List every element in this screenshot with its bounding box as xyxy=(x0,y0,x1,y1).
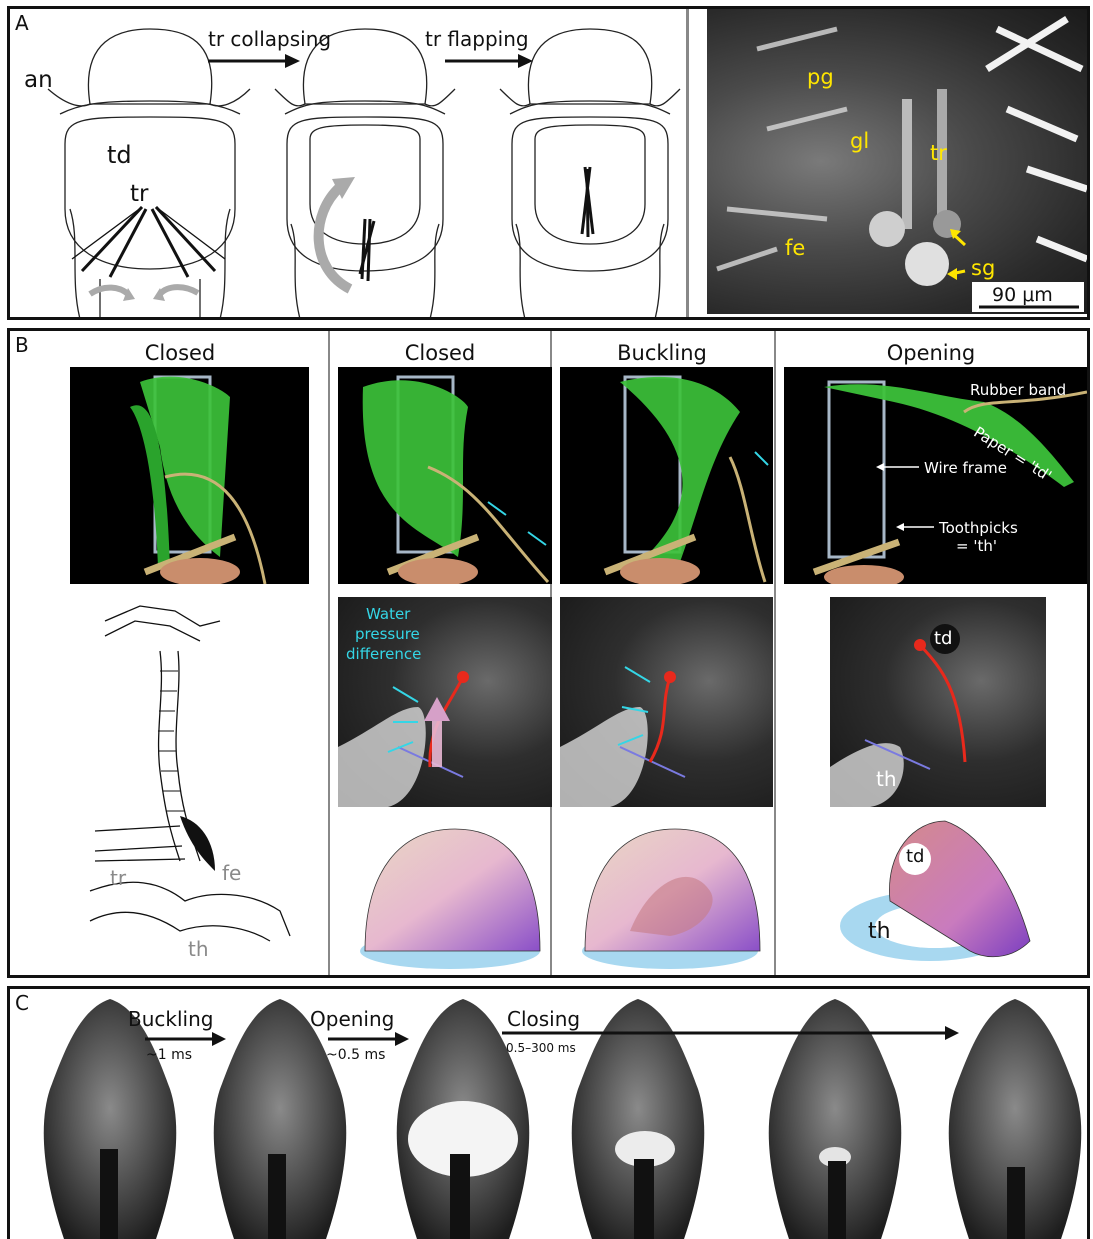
opening-label: Opening xyxy=(310,1007,394,1031)
sem-label-gl: gl xyxy=(850,129,869,153)
panel-c: C xyxy=(7,986,1090,1239)
sem-label-tr: tr xyxy=(930,141,947,165)
label-an: an xyxy=(24,67,53,93)
model-photo-opening: Rubber band Paper = 'td' Wire frame Toot… xyxy=(784,367,1087,584)
arrow-flapping-label: tr flapping xyxy=(425,27,529,51)
panel-b: B Closed Closed Buckling Opening xyxy=(7,328,1090,978)
difference-label: difference xyxy=(346,645,421,663)
label-td: td xyxy=(107,141,132,169)
sem-image: pg gl tr fe sg 90 μm xyxy=(707,9,1087,314)
label-tr: tr xyxy=(130,181,148,207)
toothpicks-eq-label: = 'th' xyxy=(956,537,997,555)
fluor-label-td: td xyxy=(934,628,952,649)
mesh-row xyxy=(10,811,1090,971)
wire-frame-label: Wire frame xyxy=(924,459,1007,477)
arrow-collapsing-label: tr collapsing xyxy=(208,27,331,51)
opening-time: ~0.5 ms xyxy=(326,1047,385,1063)
closing-label: Closing xyxy=(507,1007,580,1031)
fluor-image-closed: Water pressure difference xyxy=(338,597,552,807)
sem-label-fe: fe xyxy=(785,236,805,260)
col3-header: Buckling xyxy=(552,341,772,365)
fluor-image-opening: td th xyxy=(830,597,1046,807)
toothpicks-label: Toothpicks xyxy=(939,519,1018,537)
buckling-label: Buckling xyxy=(128,1007,213,1031)
panel-b-label: B xyxy=(15,333,29,357)
col2-header: Closed xyxy=(330,341,550,365)
rubber-band-label: Rubber band xyxy=(970,381,1066,399)
buckling-time: ~1 ms xyxy=(146,1047,192,1063)
model-photo-closed-1 xyxy=(70,367,309,584)
fluor-label-th: th xyxy=(876,767,897,791)
scale-bar-label: 90 μm xyxy=(992,284,1053,306)
model-photo-buckling xyxy=(560,367,773,584)
mesh-label-th: th xyxy=(868,919,891,944)
col1-header: Closed xyxy=(70,341,290,365)
sem-label-pg: pg xyxy=(807,65,834,89)
col4-header: Opening xyxy=(776,341,1086,365)
sem-label-sg: sg xyxy=(971,256,995,280)
closing-time: 0.5–300 ms xyxy=(506,1041,576,1055)
panel-a: A xyxy=(7,6,1090,320)
panel-a-divider xyxy=(686,9,689,319)
pressure-label: pressure xyxy=(355,625,420,643)
mesh-label-td: td xyxy=(906,846,924,867)
water-label: Water xyxy=(366,605,410,623)
model-photo-closed-2 xyxy=(338,367,552,584)
fluor-image-buckling xyxy=(560,597,773,807)
